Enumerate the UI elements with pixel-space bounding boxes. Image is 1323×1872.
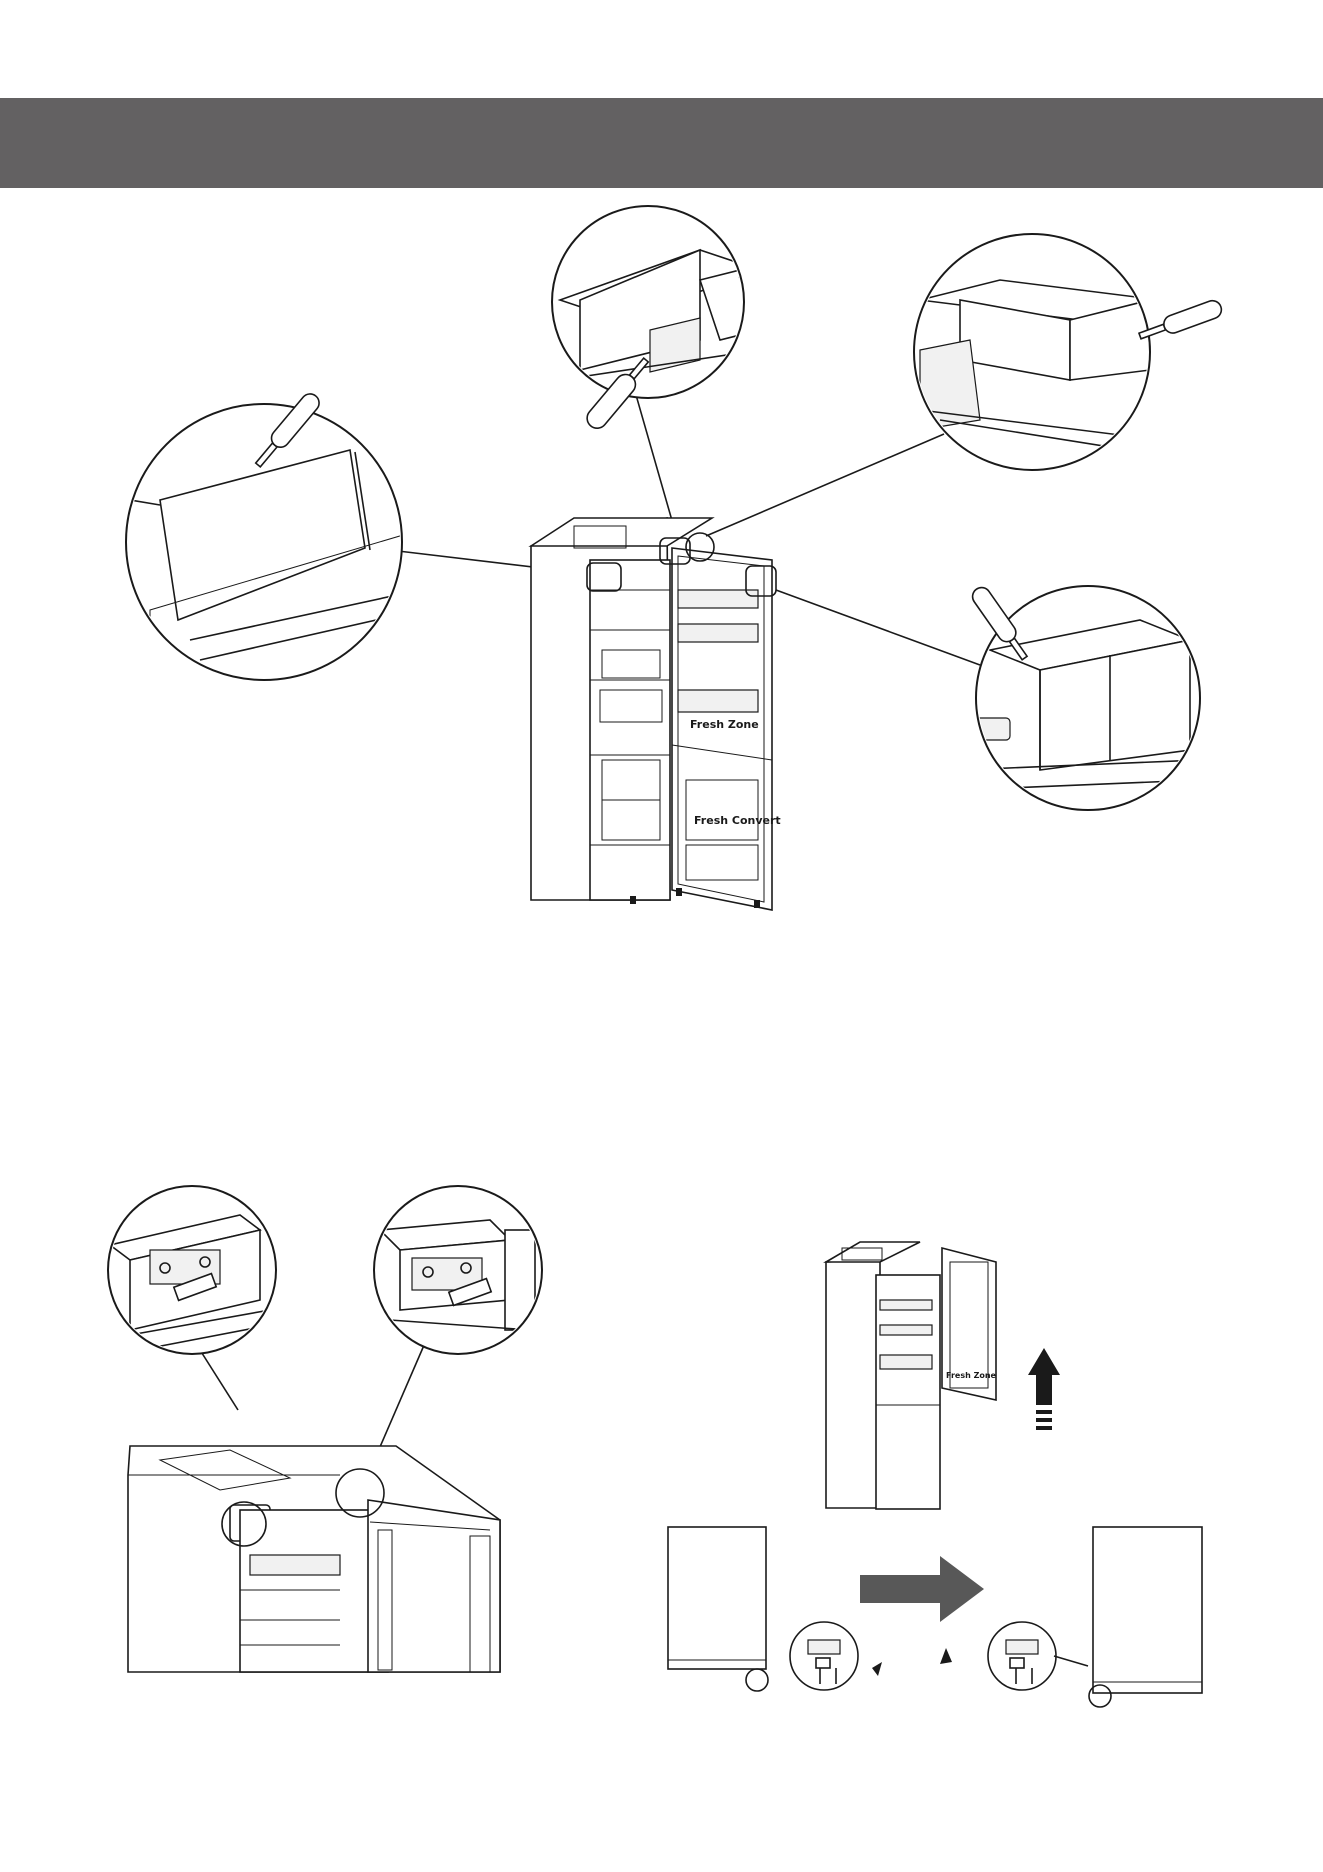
door-bin-3	[678, 690, 758, 712]
door-bin-2	[678, 624, 758, 642]
zoom-right-door-cover	[960, 584, 1200, 810]
fridge-front-right	[1089, 1527, 1202, 1707]
label-fresh-zone-upper: Fresh Zone	[690, 718, 759, 731]
figure-hinge-bracket-removal	[108, 1186, 542, 1672]
fridge-top	[531, 518, 712, 546]
label-fresh-zone-small: Fresh Zone	[946, 1371, 997, 1380]
zoom-right-bracket	[374, 1186, 542, 1354]
zoom-bottom-hinge-left	[790, 1622, 882, 1690]
label-fresh-convert: Fresh Convert	[694, 814, 781, 827]
fridge-front-left	[668, 1527, 768, 1691]
zoom-top-center-hinge	[552, 206, 760, 432]
arrow-right-icon	[860, 1556, 984, 1622]
zoom-left-bracket	[108, 1186, 276, 1354]
fridge-upper-part	[128, 1446, 500, 1672]
freezer-cabinet	[590, 560, 670, 900]
magnifier-circle-icon	[790, 1622, 858, 1690]
zoom-left-hinge-cover	[126, 390, 420, 700]
magnifier-circle-icon	[988, 1622, 1056, 1690]
fridge-main: Fresh Zone Fresh Convert	[531, 518, 781, 910]
figure-lift-door-swap-hinge: Fresh Zone	[668, 1242, 1202, 1707]
arrow-up-icon	[1028, 1348, 1060, 1430]
fridge-small-open: Fresh Zone	[826, 1242, 997, 1509]
figure-top-door-cover-removal: Fresh Zone Fresh Convert	[126, 206, 1224, 910]
zoom-top-right-hinge	[914, 234, 1224, 470]
zoom-bottom-hinge-right	[940, 1622, 1088, 1690]
